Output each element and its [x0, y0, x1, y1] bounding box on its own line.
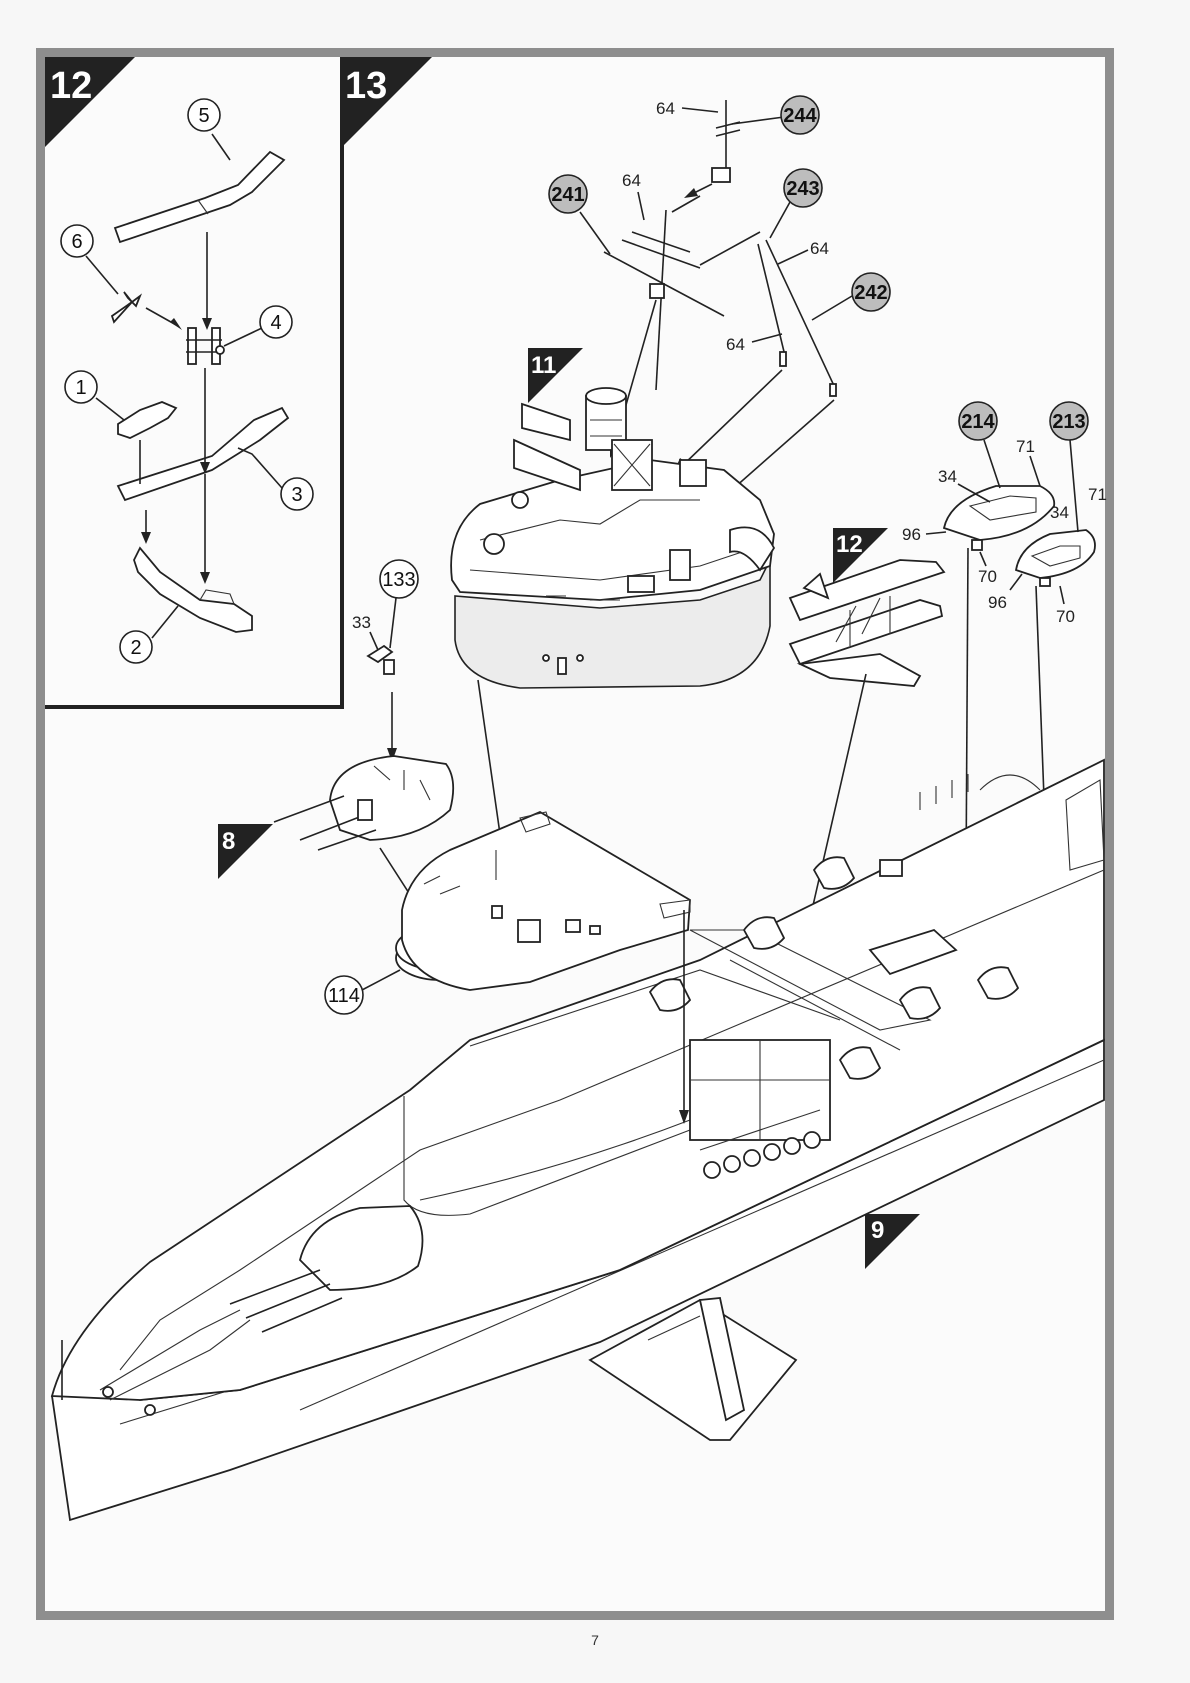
callout-part-114: 114 — [325, 970, 400, 1014]
leader-96-a — [926, 532, 946, 534]
mast-yard-241 — [604, 210, 724, 390]
leader-33 — [370, 632, 378, 650]
callout-part-242: 242 — [812, 273, 890, 320]
svg-text:214: 214 — [961, 411, 995, 433]
page-number: 7 — [0, 1632, 1190, 1648]
label-part-33: 33 — [352, 613, 371, 632]
label-part-34-a: 34 — [938, 467, 957, 486]
svg-text:133: 133 — [382, 569, 415, 591]
leader-70-a — [980, 552, 986, 566]
leader-96-b — [1010, 574, 1022, 590]
aft-deck-platform — [402, 812, 690, 990]
callout-part-3: 3 — [238, 448, 313, 510]
bridge-superstructure-11 — [451, 388, 774, 688]
step-13-badge: 13 — [340, 57, 432, 149]
svg-text:241: 241 — [551, 184, 584, 206]
label-part-64-b: 64 — [622, 171, 641, 190]
svg-text:1: 1 — [75, 377, 86, 399]
label-part-70-a: 70 — [978, 567, 997, 586]
leader-64-c — [778, 250, 808, 264]
label-part-64-d: 64 — [726, 335, 745, 354]
svg-text:2: 2 — [130, 637, 141, 659]
callout-part-133: 133 — [380, 560, 418, 648]
leader-70-b — [1060, 586, 1064, 604]
subassembly-9-badge: 9 — [865, 1214, 920, 1269]
svg-text:11: 11 — [531, 352, 556, 379]
boat-213 — [1016, 530, 1095, 586]
svg-text:13: 13 — [345, 65, 387, 107]
seaplane-upper-wing-part-5 — [115, 152, 284, 242]
svg-text:114: 114 — [328, 985, 360, 1007]
svg-text:9: 9 — [871, 1217, 884, 1244]
svg-text:3: 3 — [291, 484, 302, 506]
svg-text:242: 242 — [854, 282, 887, 304]
svg-text:213: 213 — [1052, 411, 1085, 433]
svg-text:244: 244 — [783, 105, 817, 127]
label-part-96-a: 96 — [902, 525, 921, 544]
label-part-71-b: 71 — [1088, 485, 1107, 504]
seaplane-fuselage-part-2 — [134, 548, 252, 632]
seaplane-strut-part-4 — [186, 328, 224, 364]
leader-64-d — [752, 334, 782, 342]
svg-text:4: 4 — [270, 312, 281, 334]
label-part-96-b: 96 — [988, 593, 1007, 612]
secondary-turret-8 — [274, 756, 453, 850]
label-part-64-a: 64 — [656, 99, 675, 118]
mast-top-244 — [684, 100, 740, 198]
leader-71-a — [1030, 456, 1040, 486]
svg-text:243: 243 — [786, 178, 819, 200]
subassembly-8-badge: 8 — [218, 824, 273, 879]
step-12-badge: 12 — [45, 57, 135, 147]
callout-part-6: 6 — [61, 225, 118, 294]
subassembly-11-badge: 11 — [528, 348, 583, 403]
svg-text:5: 5 — [198, 105, 209, 127]
label-part-70-b: 70 — [1056, 607, 1075, 626]
callout-part-244: 244 — [732, 96, 819, 134]
leader-64-b — [638, 192, 644, 220]
callout-part-4: 4 — [224, 306, 292, 346]
label-part-71-a: 71 — [1016, 437, 1035, 456]
callout-part-5: 5 — [188, 99, 230, 160]
label-part-64-c: 64 — [810, 239, 829, 258]
seaplane-tail-part-1 — [118, 402, 176, 438]
leader-64-a — [682, 108, 718, 112]
svg-text:12: 12 — [50, 65, 92, 107]
label-part-34-b: 34 — [1050, 503, 1069, 522]
seaplane-assembled — [790, 560, 944, 686]
turret-part-133-small — [368, 646, 397, 762]
callout-part-243: 243 — [770, 169, 822, 238]
svg-text:6: 6 — [71, 231, 82, 253]
seaplane-propeller-part-6 — [112, 292, 140, 322]
callout-part-241: 241 — [549, 175, 610, 254]
callout-part-214: 214 — [959, 402, 1000, 488]
callout-part-1: 1 — [65, 371, 124, 420]
svg-text:8: 8 — [222, 828, 235, 855]
svg-text:12: 12 — [836, 531, 863, 558]
callout-part-2: 2 — [120, 606, 178, 663]
